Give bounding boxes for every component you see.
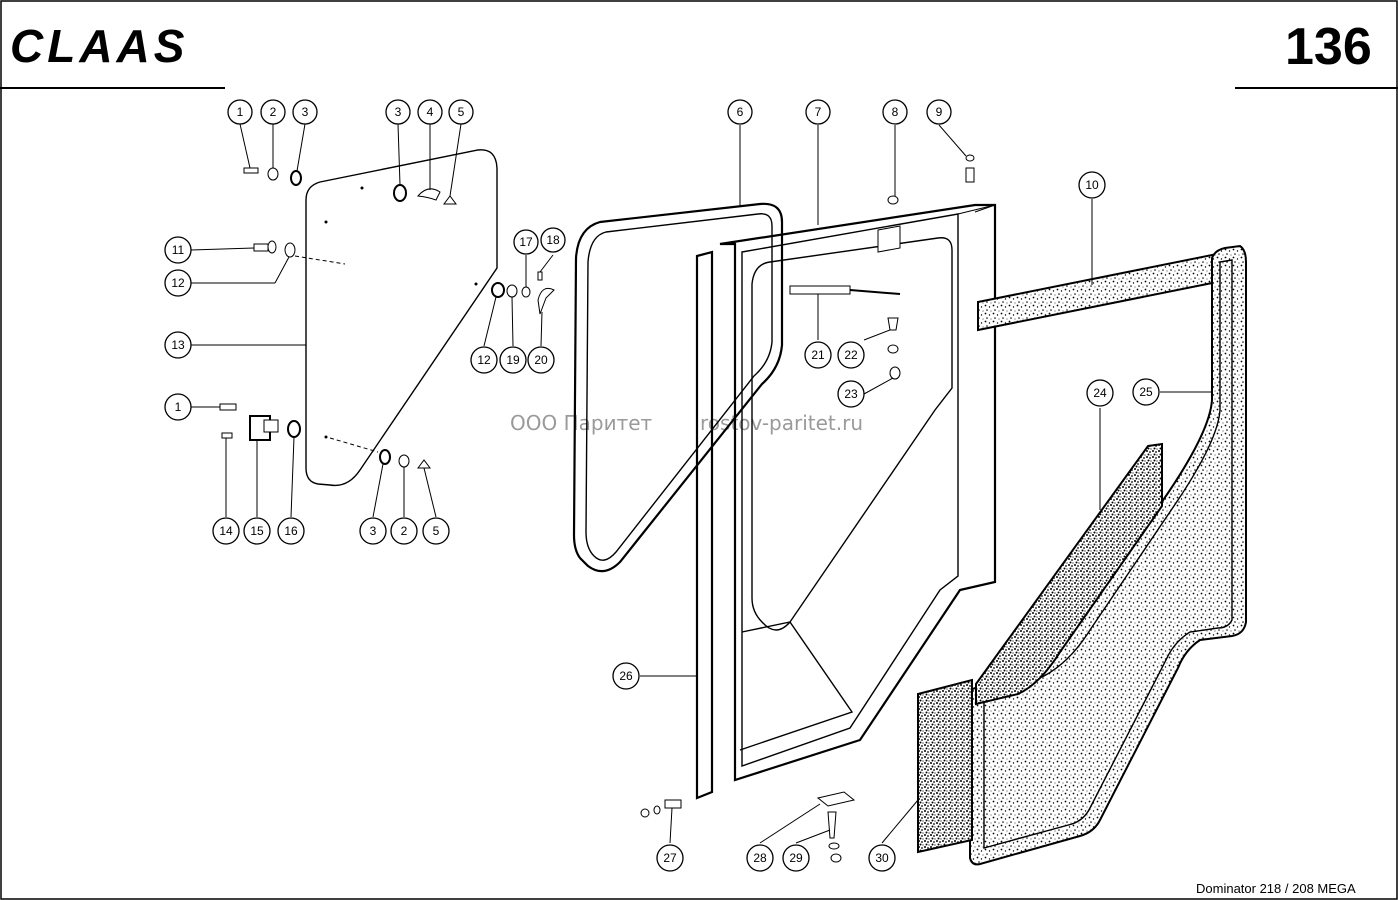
svg-text:23: 23	[844, 387, 858, 401]
svg-text:11: 11	[172, 243, 185, 257]
svg-text:25: 25	[1139, 385, 1153, 399]
svg-text:22: 22	[844, 348, 858, 362]
brand-logo: CLAAS	[10, 20, 188, 72]
svg-text:3: 3	[302, 105, 309, 119]
svg-text:6: 6	[737, 105, 744, 119]
door-frame-7	[719, 203, 997, 782]
callout-27[interactable]: 27	[656, 844, 684, 872]
callout-3-top-left[interactable]: 3	[292, 99, 318, 125]
callout-11[interactable]: 11	[164, 236, 192, 264]
leader-lines	[190, 123, 1212, 844]
svg-text:16: 16	[284, 524, 298, 538]
model-caption: Dominator 218 / 208 MEGA	[1196, 881, 1356, 896]
hardware-top-left	[243, 167, 457, 205]
callout-16[interactable]: 16	[277, 517, 305, 545]
callout-4[interactable]: 4	[417, 99, 443, 125]
callout-2-top[interactable]: 2	[260, 99, 286, 125]
gas-strut-21	[789, 154, 975, 380]
callout-19[interactable]: 19	[499, 346, 527, 374]
callout-23[interactable]: 23	[837, 380, 865, 408]
svg-text:2: 2	[270, 105, 277, 119]
callout-14[interactable]: 14	[212, 517, 240, 545]
page-number: 136	[1285, 18, 1372, 76]
svg-text:18: 18	[546, 233, 560, 247]
svg-text:1: 1	[175, 400, 182, 414]
callout-7[interactable]: 7	[805, 99, 831, 125]
callout-25[interactable]: 25	[1132, 378, 1160, 406]
watermark-right: rostov-paritet.ru	[700, 411, 863, 435]
svg-text:21: 21	[811, 348, 825, 362]
callout-21[interactable]: 21	[804, 341, 832, 369]
callout-6[interactable]: 6	[727, 99, 753, 125]
callout-24[interactable]: 24	[1086, 379, 1114, 407]
svg-text:2: 2	[401, 524, 408, 538]
callout-12-right[interactable]: 12	[470, 346, 498, 374]
watermark-left: ООО Паритет	[510, 411, 653, 435]
hardware-mid-left	[253, 240, 346, 265]
svg-text:5: 5	[458, 105, 465, 119]
callout-15[interactable]: 15	[243, 517, 271, 545]
svg-text:3: 3	[395, 105, 402, 119]
callout-3-top-right[interactable]: 3	[385, 99, 411, 125]
callout-12-left[interactable]: 12	[164, 269, 192, 297]
callout-9[interactable]: 9	[926, 99, 952, 125]
insulation-mat-24	[975, 442, 1163, 706]
svg-text:17: 17	[519, 235, 533, 249]
callout-3-bottom[interactable]: 3	[359, 517, 387, 545]
svg-text:28: 28	[753, 851, 767, 865]
svg-text:3: 3	[370, 524, 377, 538]
svg-text:19: 19	[506, 353, 520, 367]
door-seal-6	[572, 202, 784, 573]
latch-parts	[491, 271, 555, 315]
callout-8[interactable]: 8	[882, 99, 908, 125]
callout-13[interactable]: 13	[164, 331, 192, 359]
svg-text:8: 8	[892, 105, 899, 119]
svg-text:12: 12	[171, 276, 185, 290]
callout-1-top[interactable]: 1	[227, 99, 253, 125]
callout-26[interactable]: 26	[612, 662, 640, 690]
hardware-bottom-left	[329, 437, 431, 469]
svg-text:13: 13	[171, 338, 185, 352]
callout-5-bottom[interactable]: 5	[422, 517, 450, 545]
insulation-mat-30	[917, 678, 973, 854]
svg-text:7: 7	[815, 105, 822, 119]
callout-17[interactable]: 17	[513, 229, 539, 255]
svg-text:20: 20	[534, 353, 548, 367]
window-pane-13	[305, 149, 498, 487]
svg-text:1: 1	[237, 105, 244, 119]
callout-22[interactable]: 22	[837, 341, 865, 369]
svg-text:30: 30	[875, 851, 889, 865]
top-seal-strip-10	[977, 248, 1238, 332]
svg-text:5: 5	[433, 524, 440, 538]
callout-30[interactable]: 30	[868, 844, 896, 872]
svg-text:9: 9	[936, 105, 943, 119]
hinge-assembly	[219, 403, 301, 441]
svg-text:29: 29	[789, 851, 803, 865]
callout-20[interactable]: 20	[527, 346, 555, 374]
svg-text:14: 14	[219, 524, 233, 538]
svg-text:24: 24	[1093, 386, 1107, 400]
svg-text:4: 4	[427, 105, 434, 119]
callout-28[interactable]: 28	[746, 844, 774, 872]
callout-18[interactable]: 18	[540, 227, 566, 253]
seal-strip-26	[695, 250, 714, 800]
callout-10[interactable]: 10	[1078, 171, 1106, 199]
callout-29[interactable]: 29	[782, 844, 810, 872]
callout-5-top[interactable]: 5	[448, 99, 474, 125]
hardware-bottom-right	[640, 791, 856, 863]
svg-text:26: 26	[619, 669, 633, 683]
callout-2-bottom[interactable]: 2	[390, 517, 418, 545]
svg-text:27: 27	[663, 851, 677, 865]
svg-text:15: 15	[250, 524, 264, 538]
callout-1-mid[interactable]: 1	[164, 393, 192, 421]
svg-text:10: 10	[1085, 178, 1099, 192]
svg-text:12: 12	[477, 353, 491, 367]
